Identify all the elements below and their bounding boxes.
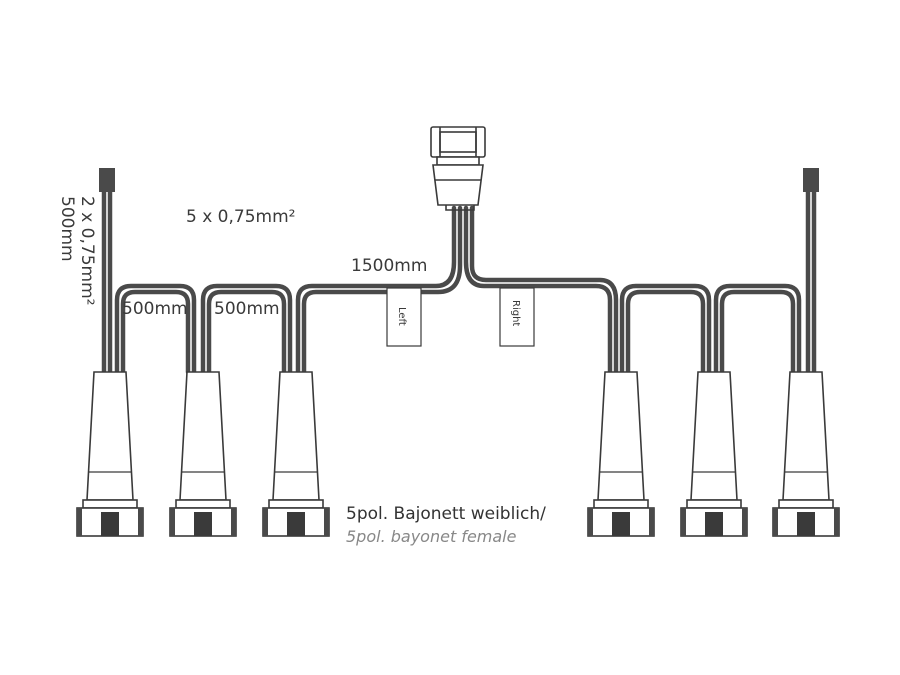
tag-right-text: Right: [510, 300, 521, 326]
cable-trunk-left: [295, 205, 457, 375]
connector-socket: [705, 512, 723, 536]
connector-grip-left: [170, 508, 175, 536]
connector-socket: [797, 512, 815, 536]
cable-left-seg1-b: [120, 289, 191, 375]
connector-housing: [272, 371, 320, 501]
connector-label-en: 5pol. bayonet female: [346, 527, 517, 546]
connector-grip-right: [324, 508, 329, 536]
side-cable-spec-label: 2 x 0,75mm²: [77, 196, 97, 305]
connector-grip-right: [231, 508, 236, 536]
connector-flange: [686, 499, 742, 509]
cable-trunk-left-b: [301, 205, 463, 375]
connector-socket: [612, 512, 630, 536]
connector-socket: [287, 512, 305, 536]
connector-grip-right: [742, 508, 747, 536]
female-connector-1: [76, 371, 144, 537]
side-cable-length-label: 500mm: [57, 196, 77, 262]
connector-housing: [782, 371, 830, 501]
seg1-length-label: 500mm: [122, 299, 188, 319]
connector-housing: [597, 371, 645, 501]
female-connector-5: [680, 371, 748, 537]
connector-grip-left: [588, 508, 593, 536]
connector-housing: [179, 371, 227, 501]
connector-flange: [268, 499, 324, 509]
connector-grip-left: [773, 508, 778, 536]
cable-right-seg1-b: [625, 289, 706, 375]
connector-grip-left: [77, 508, 82, 536]
tag-right: Right: [499, 287, 535, 347]
connector-flange: [778, 499, 834, 509]
connector-grip-right: [138, 508, 143, 536]
trunk-length-label: 1500mm: [351, 256, 427, 276]
seg2-length-label: 500mm: [214, 299, 280, 319]
cable-right-seg1: [619, 283, 712, 375]
tag-left-text: Left: [396, 307, 407, 326]
main-cable-label: 5 x 0,75mm²: [186, 207, 295, 227]
cable-trunk-right: [463, 205, 613, 375]
connector-grip-right: [834, 508, 839, 536]
female-connector-4: [587, 371, 655, 537]
cable-left-seg1: [114, 283, 197, 375]
connector-flange: [82, 499, 138, 509]
cable-left-seg2-b: [206, 289, 287, 375]
right-lead-end: [803, 168, 819, 192]
left-lead-end: [99, 168, 115, 192]
connector-label-de: 5pol. Bajonett weiblich/: [346, 504, 546, 524]
female-connector-3: [262, 371, 330, 537]
connector-grip-right: [649, 508, 654, 536]
cable-right-seg2: [713, 283, 802, 375]
tag-left: Left: [386, 287, 422, 347]
connector-housing: [86, 371, 134, 501]
connector-flange: [593, 499, 649, 509]
connector-housing: [690, 371, 738, 501]
cable-right-seg2-b: [719, 289, 796, 375]
connector-grip-left: [681, 508, 686, 536]
cable-left-seg2: [200, 283, 293, 375]
cables: [101, 187, 817, 375]
connectors: [76, 371, 840, 537]
female-connector-6: [772, 371, 840, 537]
connector-flange: [175, 499, 231, 509]
connector-socket: [194, 512, 212, 536]
main-plug: [430, 126, 486, 211]
cable-trunk-right-b: [469, 205, 619, 375]
connector-grip-left: [263, 508, 268, 536]
connector-socket: [101, 512, 119, 536]
female-connector-2: [169, 371, 237, 537]
